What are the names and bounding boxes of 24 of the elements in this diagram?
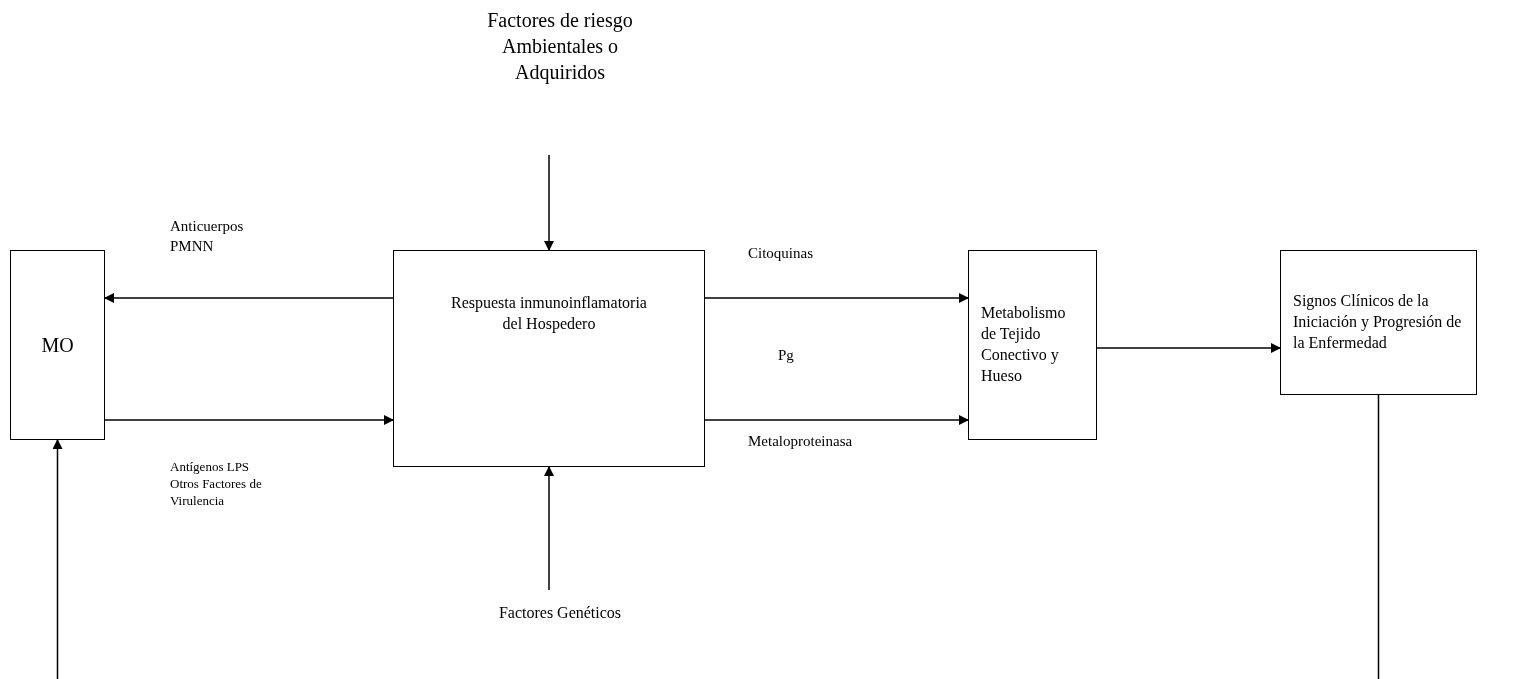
edge-label: Anticuerpos PMNN <box>170 217 245 256</box>
arrow <box>104 293 394 303</box>
arrow <box>704 415 969 425</box>
process-box <box>1280 250 1477 395</box>
arrow <box>104 415 394 425</box>
process-box <box>968 250 1097 440</box>
process-box <box>10 250 105 440</box>
edge-label: Metaloproteinasa <box>748 432 854 451</box>
factor-text: Factores Genéticos <box>497 602 623 623</box>
edge-label: Antígenos LPS Otros Factores de Virulencia <box>170 458 263 509</box>
arrow <box>52 439 63 679</box>
process-box <box>393 250 705 467</box>
factor-text: Factores de riesgo Ambientales o Adquiridos <box>486 8 634 85</box>
arrow <box>1096 343 1281 353</box>
arrow <box>544 466 554 591</box>
edge-label: Citoquinas <box>748 244 814 263</box>
arrow <box>544 154 554 251</box>
box-text: Metabolismo de Tejido Conectivo y Hueso <box>981 303 1067 386</box>
box-text: Signos Clínicos de la Iniciación y Progresión de la Enfermedad <box>1293 291 1463 353</box>
connector-line <box>1377 394 1380 679</box>
mediator-label: Pg <box>778 346 794 365</box>
box-text: MO <box>40 333 75 358</box>
arrow <box>704 293 969 303</box>
box-text: Respuesta inmunoinflamatoria del Hospedero <box>450 293 648 335</box>
